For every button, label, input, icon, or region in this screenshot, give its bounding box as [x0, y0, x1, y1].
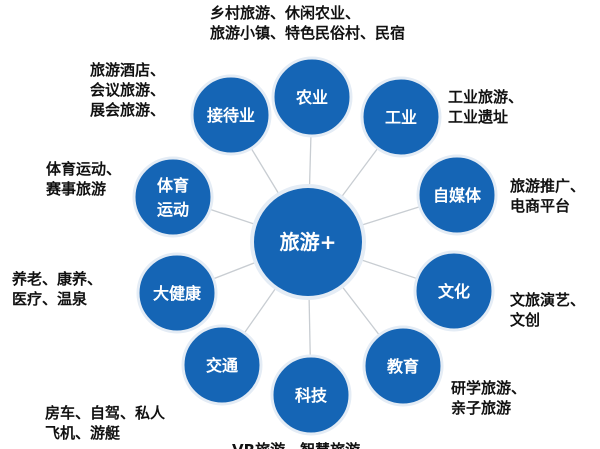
node-circle-hospitality — [190, 74, 272, 156]
desc-line: 养老、康养、 — [12, 270, 103, 288]
node-circle-sports — [132, 156, 214, 238]
desc-sports: 体育运动、赛事旅游 — [46, 159, 121, 199]
node-circle-health — [136, 252, 218, 334]
node-transport: 交通 — [181, 324, 263, 406]
node-self-media: 自媒体 — [416, 154, 498, 236]
node-circle-technology — [270, 354, 352, 436]
node-health: 大健康 — [136, 252, 218, 334]
desc-line: 研学旅游、 — [451, 379, 527, 397]
desc-industry: 工业旅游、工业遗址 — [448, 87, 523, 127]
desc-line: 电商平台 — [510, 197, 571, 215]
node-label-health: 大健康 — [153, 284, 202, 303]
desc-line: 体育运动、 — [46, 160, 122, 178]
node-circle-self-media — [416, 154, 498, 236]
desc-agriculture: 乡村旅游、休闲农业、旅游小镇、特色民俗村、民宿 — [210, 3, 405, 43]
node-circle-transport — [181, 324, 263, 406]
desc-culture: 文旅演艺、文创 — [510, 290, 585, 330]
node-industry: 工业 — [360, 76, 442, 158]
node-culture: 文化 — [413, 250, 495, 332]
desc-line: 旅游酒店、 — [90, 61, 166, 79]
node-label-agriculture: 农业 — [295, 88, 328, 107]
node-label-technology: 科技 — [295, 386, 328, 405]
desc-line: 会议旅游、 — [90, 81, 166, 99]
center-circle — [250, 184, 366, 300]
node-agriculture: 农业 — [271, 56, 353, 138]
node-sports: 体育运动 — [132, 156, 214, 238]
desc-technology: VR旅游、智慧旅游 — [232, 440, 360, 449]
node-technology: 科技 — [270, 354, 352, 436]
node-label-education: 教育 — [387, 357, 419, 376]
node-education: 教育 — [362, 325, 444, 407]
node-circle-industry — [360, 76, 442, 158]
desc-line: 亲子旅游 — [451, 399, 512, 417]
node-label-transport: 交通 — [206, 356, 238, 375]
desc-line: 医疗、温泉 — [12, 290, 88, 308]
center-node: 旅游+ — [250, 184, 366, 300]
desc-line: 展会旅游、 — [90, 101, 166, 119]
desc-line: 文旅演艺、 — [510, 291, 586, 309]
desc-line: 旅游小镇、特色民俗村、民宿 — [210, 24, 406, 42]
node-label-culture: 文化 — [438, 282, 470, 301]
node-hospitality: 接待业 — [190, 74, 272, 156]
desc-health: 养老、康养、医疗、温泉 — [12, 269, 102, 309]
desc-line: 赛事旅游 — [46, 180, 107, 198]
desc-line: VR旅游、智慧旅游 — [232, 440, 360, 449]
node-label-industry: 工业 — [385, 108, 417, 127]
node-circle-agriculture — [271, 56, 353, 138]
node-circle-culture — [413, 250, 495, 332]
desc-line: 文创 — [510, 311, 541, 329]
desc-line: 工业旅游、 — [448, 88, 524, 106]
desc-line: 工业遗址 — [448, 108, 509, 126]
desc-education: 研学旅游、亲子旅游 — [451, 378, 526, 418]
node-label-self-media: 自媒体 — [433, 186, 482, 205]
center-label: 旅游+ — [280, 230, 337, 254]
node-label-hospitality: 接待业 — [207, 106, 255, 125]
desc-hospitality: 旅游酒店、会议旅游、展会旅游、 — [90, 60, 165, 120]
node-label-sports: 体育运动 — [157, 176, 189, 219]
desc-transport: 房车、自驾、私人飞机、游艇 — [45, 403, 165, 443]
desc-line: 房车、自驾、私人 — [45, 404, 166, 422]
desc-line: 飞机、游艇 — [45, 424, 121, 442]
desc-self-media: 旅游推广、电商平台 — [510, 176, 585, 216]
node-circle-education — [362, 325, 444, 407]
desc-line: 乡村旅游、休闲农业、 — [210, 4, 361, 22]
desc-line: 旅游推广、 — [510, 177, 586, 195]
